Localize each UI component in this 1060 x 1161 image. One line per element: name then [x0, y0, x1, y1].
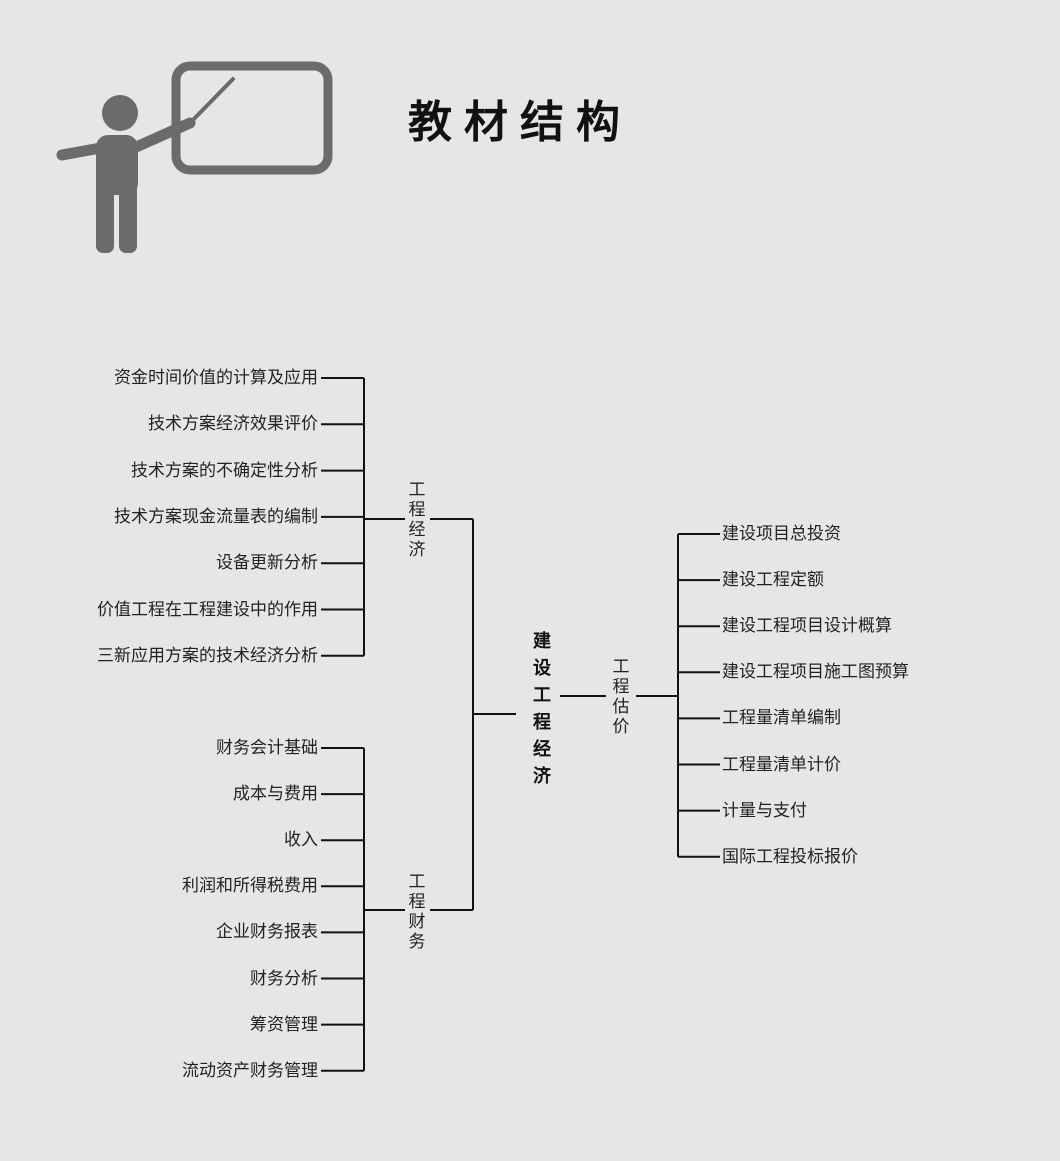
- teacher-at-board-icon: [56, 61, 333, 253]
- tree-node-finance-2: 收入: [284, 830, 318, 851]
- tree-node-economics-1: 技术方案经济效果评价: [148, 414, 318, 435]
- tree-node-estimation-6: 计量与支付: [722, 800, 807, 821]
- root-node: 建设工程经济: [533, 631, 551, 787]
- tree-node-finance-0: 财务会计基础: [216, 738, 318, 758]
- tree-node-estimation-3: 建设工程项目施工图预算: [722, 662, 909, 683]
- tree-node-estimation-1: 建设工程定额: [722, 570, 824, 591]
- branch-label-estimation: 工程估价: [612, 657, 630, 737]
- tree-node-economics-3: 技术方案现金流量表的编制: [114, 506, 318, 527]
- tree-node-estimation-2: 建设工程项目设计概算: [722, 616, 892, 637]
- tree-node-finance-5: 财务分析: [250, 968, 318, 989]
- tree-node-finance-6: 筹资管理: [250, 1014, 318, 1035]
- tree-node-estimation-4: 工程量清单编制: [722, 708, 841, 729]
- tree-node-finance-7: 流动资产财务管理: [182, 1060, 318, 1081]
- tree-node-estimation-0: 建设项目总投资: [722, 524, 841, 544]
- tree-node-economics-6: 三新应用方案的技术经济分析: [97, 645, 318, 666]
- tree-node-finance-1: 成本与费用: [233, 784, 318, 805]
- tree-node-estimation-7: 国际工程投标报价: [722, 846, 858, 867]
- branch-label-finance: 工程财务: [408, 872, 426, 952]
- tree-node-finance-4: 企业财务报表: [216, 922, 318, 943]
- tree-node-finance-3: 利润和所得税费用: [182, 876, 318, 897]
- branch-label-economics: 工程经济: [408, 480, 426, 560]
- tree-node-economics-5: 价值工程在工程建设中的作用: [97, 599, 318, 620]
- tree-node-economics-4: 设备更新分析: [216, 553, 318, 574]
- tree-node-estimation-5: 工程量清单计价: [722, 754, 841, 775]
- page-title: 教材结构: [408, 97, 632, 148]
- tree-node-economics-0: 资金时间价值的计算及应用: [114, 368, 318, 388]
- tree-node-economics-2: 技术方案的不确定性分析: [131, 460, 318, 481]
